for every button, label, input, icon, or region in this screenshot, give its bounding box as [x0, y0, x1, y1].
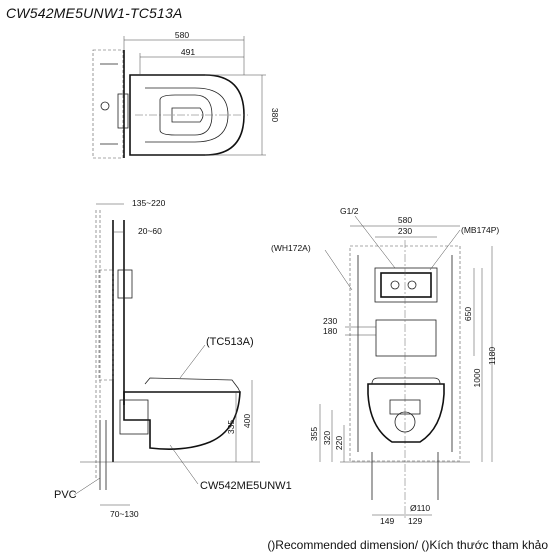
top-bowl-rim [145, 87, 229, 143]
front-flush-plate [380, 272, 432, 298]
dim-230-top: 230 [398, 226, 412, 236]
label-bowl-model: CW542ME5UNW1 [200, 480, 292, 492]
technical-drawing: 580 491 380 135~220 20~60 70~130 335 [54, 30, 499, 526]
side-seat [144, 377, 241, 393]
dim-110: Ø110 [410, 503, 430, 513]
dim-180: 180 [323, 326, 337, 336]
footnote: ()Recommended dimension/ ()Kích thước th… [267, 538, 548, 552]
top-bowl-nozzle [171, 107, 204, 123]
dim-20-60: 20~60 [138, 226, 162, 236]
top-frame [92, 49, 124, 159]
side-bowl-outline [123, 391, 241, 450]
side-tank [98, 269, 114, 381]
flush-button-left [390, 280, 400, 290]
leader-g12 [354, 215, 396, 269]
flush-button-right [407, 280, 417, 290]
leader-mb [429, 229, 461, 271]
leader-wh [324, 249, 353, 291]
top-connector [117, 93, 129, 129]
dim-355: 355 [309, 427, 319, 441]
dim-135-220: 135~220 [132, 198, 166, 208]
leader-bowl [169, 444, 199, 485]
label-g12: G1/2 [340, 206, 359, 216]
front-outlet-circle [394, 411, 416, 433]
front-view: G1/2 580 230 (WH172A) (MB174P) 230 180 6… [271, 206, 499, 526]
dim-650: 650 [463, 307, 473, 321]
side-pvc-pipe [99, 420, 107, 490]
side-flush-plate [117, 269, 133, 299]
label-mb-model: (MB174P) [461, 225, 499, 235]
dim-1180: 1180 [487, 347, 497, 366]
leader-seat [179, 344, 206, 379]
dim-400: 400 [242, 414, 252, 428]
side-view: 135~220 20~60 70~130 335 400 (TC513A) CW… [54, 198, 292, 519]
dim-580-top: 580 [175, 30, 189, 40]
dim-230-mid: 230 [323, 316, 337, 326]
dim-580-front: 580 [398, 215, 412, 225]
dim-491: 491 [181, 47, 195, 57]
front-bowl-outline [367, 383, 445, 443]
side-connector-box [119, 399, 149, 435]
dim-70-130: 70~130 [110, 509, 139, 519]
front-inlet-box [389, 399, 421, 415]
dim-320: 320 [322, 431, 332, 445]
label-wh-model: (WH172A) [271, 243, 311, 253]
label-seat-model: (TC513A) [206, 336, 254, 348]
front-seat [371, 377, 441, 385]
dim-220: 220 [334, 436, 344, 450]
dim-129: 129 [408, 516, 422, 526]
leader-pvc [73, 477, 101, 496]
dim-380: 380 [270, 108, 280, 122]
front-bracket [375, 319, 437, 357]
front-tank [374, 267, 438, 303]
dim-1000: 1000 [472, 368, 482, 387]
top-view: 580 491 380 [92, 30, 280, 159]
dim-149: 149 [380, 516, 394, 526]
dim-335: 335 [226, 420, 236, 434]
label-pvc: PVC [54, 489, 77, 501]
top-pipe-circle [100, 101, 110, 111]
page-title: CW542ME5UNW1-TC513A [6, 5, 183, 21]
